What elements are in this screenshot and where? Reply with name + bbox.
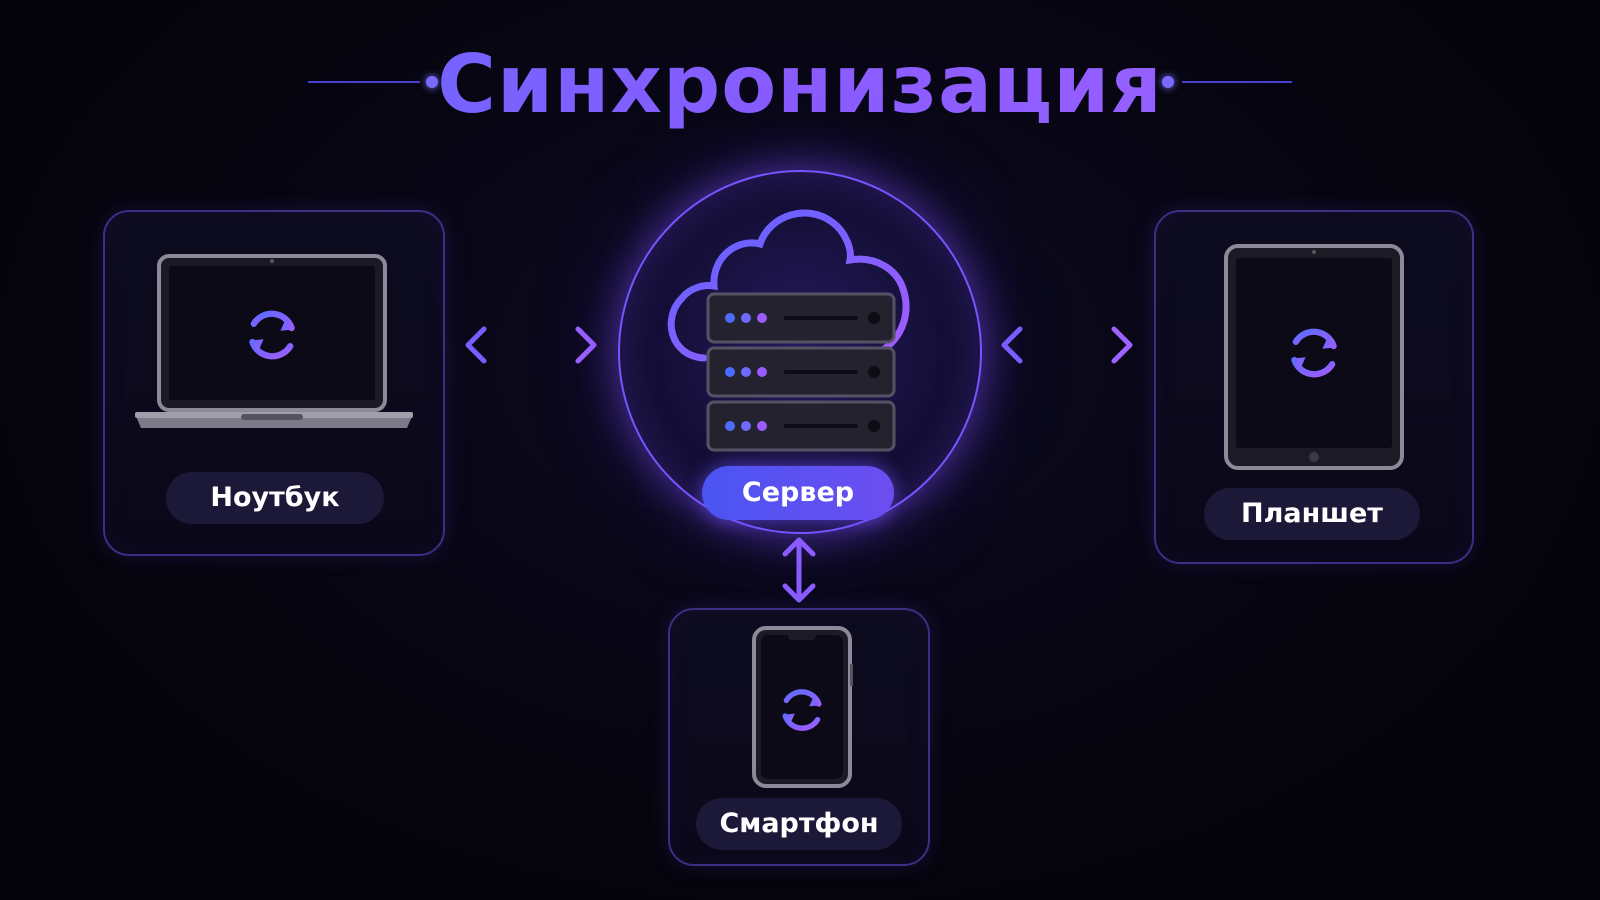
laptop-icon — [135, 254, 413, 428]
title-left-line — [308, 81, 420, 83]
title-right-line — [1182, 81, 1292, 83]
smartphone-card[interactable]: Смартфон — [668, 608, 930, 866]
cloud-icon — [667, 209, 910, 362]
title-left-dot — [426, 76, 438, 88]
server-tablet-arrow — [1001, 326, 1133, 364]
laptop-label: Ноутбук — [166, 472, 384, 524]
server-label: Сервер — [702, 466, 894, 520]
tablet-label: Планшет — [1204, 488, 1420, 540]
smartphone-label: Смартфон — [696, 798, 902, 850]
server-rack-icon — [706, 292, 896, 452]
smartphone-icon — [752, 626, 853, 788]
laptop-card[interactable]: Ноутбук — [103, 210, 445, 556]
laptop-server-arrow — [465, 326, 597, 364]
tablet-card[interactable]: Планшет — [1154, 210, 1474, 564]
page-title: Синхронизация — [0, 38, 1600, 131]
server-smartphone-arrow — [782, 537, 816, 603]
tablet-icon — [1224, 244, 1404, 470]
title-right-dot — [1162, 76, 1174, 88]
